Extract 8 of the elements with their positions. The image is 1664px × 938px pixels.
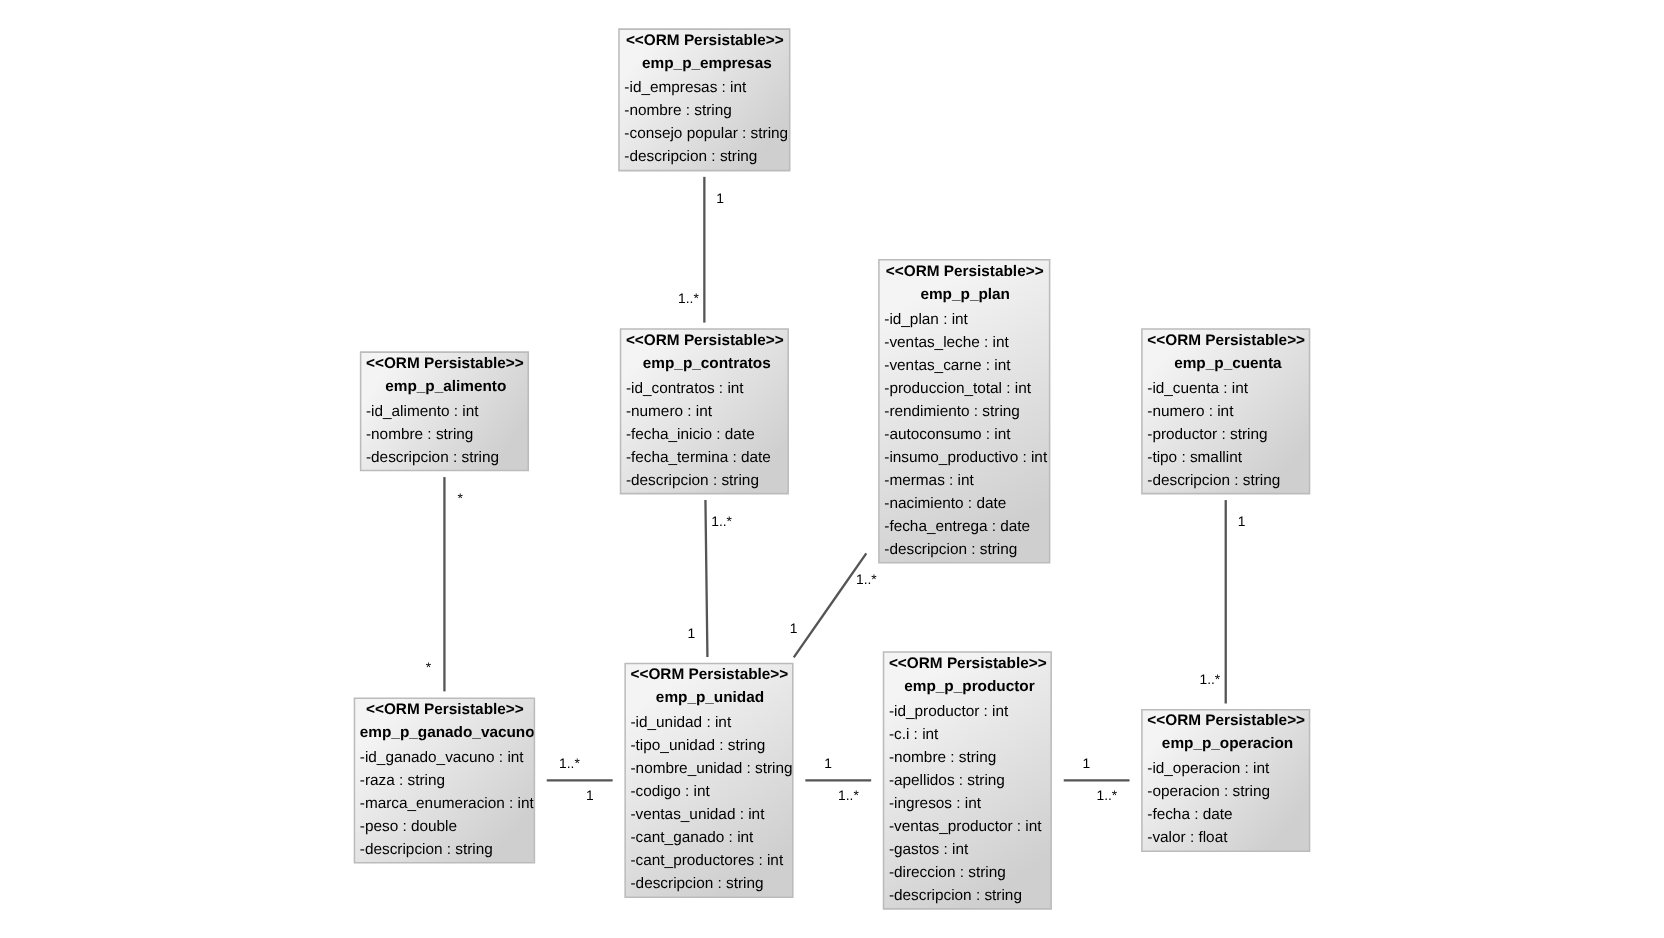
connector: [546, 779, 613, 782]
connector: [792, 552, 868, 658]
connector: [703, 176, 706, 323]
connector: [1063, 779, 1130, 782]
connector: [805, 779, 872, 782]
connector: [443, 477, 446, 692]
connector: [1224, 500, 1227, 704]
connector: [704, 500, 709, 658]
